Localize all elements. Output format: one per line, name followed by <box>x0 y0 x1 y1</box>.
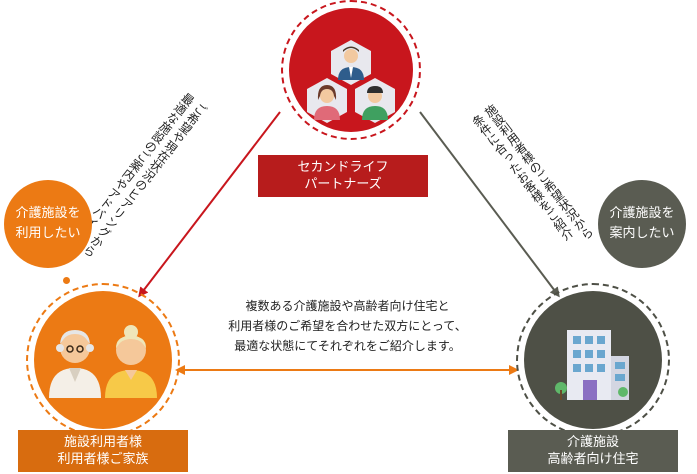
right-bubble-line-2: 案内したい <box>609 226 675 241</box>
building-icon <box>555 330 629 400</box>
elderly-couple-icon <box>49 325 157 398</box>
right-node-label-line-2: 高齢者向け住宅 <box>547 452 639 467</box>
left-bubble-dot <box>63 277 70 284</box>
right-bubble-line-1: 介護施設を <box>609 206 675 221</box>
people-group-icon <box>307 40 395 123</box>
right-node-label-line-1: 介護施設 <box>566 435 619 450</box>
right-bubble: 介護施設を 案内したい <box>598 180 686 268</box>
bottom-flow-text-line-1: 複数ある介護施設や高齢者向け住宅と <box>245 299 450 313</box>
top-node-label: セカンドライフ パートナーズ <box>258 155 428 197</box>
left-bubble: 介護施設を 利用したい <box>4 180 92 268</box>
right-node-label: 介護施設 高齢者向け住宅 <box>508 430 678 472</box>
top-node-label-line-1: セカンドライフ <box>297 160 389 175</box>
top-node-ring <box>281 0 421 140</box>
top-node-label-line-2: パートナーズ <box>304 177 382 192</box>
bottom-flow-text-line-3: 最適な状態にてそれぞれをご紹介します。 <box>234 339 461 353</box>
left-bubble-line-1: 介護施設を <box>15 206 81 221</box>
bottom-flow-text-line-2: 利用者様のご希望を合わせた双方にとって、 <box>228 319 467 333</box>
left-node-label-line-2: 利用者様ご家族 <box>57 452 149 467</box>
left-node-label-line-1: 施設利用者様 <box>63 435 142 450</box>
left-node-label: 施設利用者様 利用者様ご家族 <box>18 430 188 472</box>
left-node-disc <box>34 291 172 429</box>
left-bubble-line-2: 利用したい <box>15 226 81 241</box>
arrow-top-to-right <box>419 111 560 298</box>
arrow-top-to-left <box>138 111 281 298</box>
bottom-flow-text: 複数ある介護施設や高齢者向け住宅と 利用者様のご希望を合わせた双方にとって、 最… <box>175 296 520 356</box>
